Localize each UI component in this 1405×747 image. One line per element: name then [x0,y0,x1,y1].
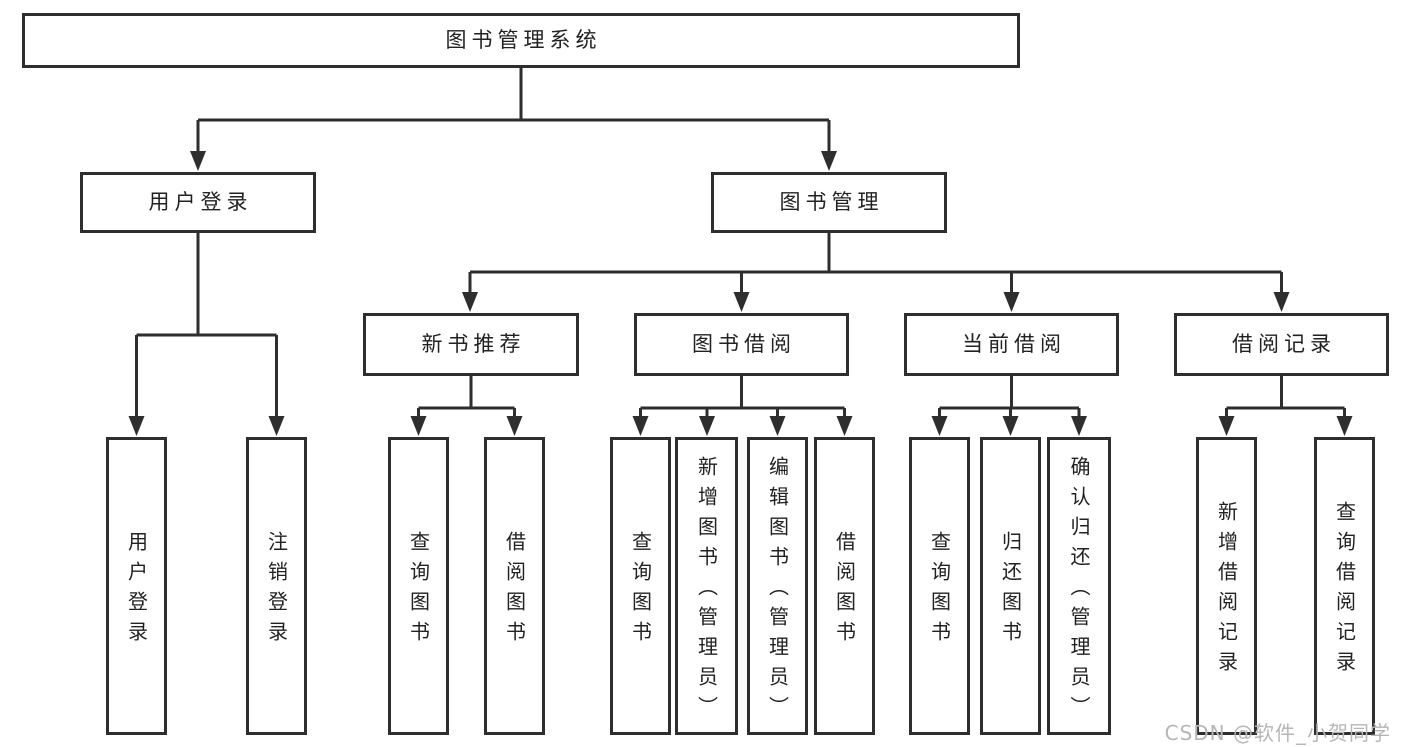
node-label: 注销登录 [264,531,289,651]
leaf-query-books-recommend: 查询图书 [388,437,449,735]
leaf-add-borrow-record: 新增借阅记录 [1196,437,1257,735]
node-book-borrowing: 图书借阅 [634,313,849,376]
leaf-borrow-books-recommend: 借阅图书 [484,437,545,735]
leaf-query-books-borrow: 查询图书 [610,437,671,735]
leaf-add-book-admin: 新增图书（管理员） [675,437,738,735]
node-label: 借阅图书 [502,531,527,651]
leaf-borrow-books: 借阅图书 [814,437,875,735]
node-label: 新增图书（管理员） [694,456,719,726]
node-label: 查询借阅记录 [1332,501,1357,681]
leaf-query-books-current: 查询图书 [909,437,970,735]
leaf-edit-book-admin: 编辑图书（管理员） [747,437,808,735]
node-label: 确认归还（管理员） [1067,456,1091,726]
node-label: 用户登录 [148,189,253,214]
node-new-book-recommendation: 新书推荐 [363,313,579,376]
node-label: 借阅图书 [832,531,857,651]
node-label: 图书管理 [779,189,884,214]
leaf-return-book: 归还图书 [980,437,1041,735]
node-label: 归还图书 [998,531,1023,651]
node-label: 查询图书 [406,531,431,651]
node-label: 新增借阅记录 [1214,501,1239,681]
node-label: 查询图书 [628,531,653,651]
node-book-management: 图书管理 [711,172,947,233]
node-label: 图书管理系统 [445,27,602,52]
node-borrowing-records: 借阅记录 [1174,313,1389,376]
node-user-login: 用户登录 [80,172,316,233]
leaf-query-borrow-record: 查询借阅记录 [1314,437,1375,735]
node-label: 当前借阅 [962,331,1066,356]
node-label: 新书推荐 [421,331,526,356]
leaf-logout: 注销登录 [246,437,307,735]
node-library-management-system: 图书管理系统 [22,13,1020,68]
node-label: 借阅记录 [1232,331,1336,356]
leaf-user-login: 用户登录 [106,437,167,735]
node-current-borrowing: 当前借阅 [904,313,1119,376]
node-label: 查询图书 [927,531,952,651]
leaf-confirm-return-admin: 确认归还（管理员） [1047,437,1111,735]
node-label: 用户登录 [124,531,149,651]
csdn-watermark: CSDN @软件_小贺同学 [1164,721,1391,745]
node-label: 编辑图书（管理员） [765,456,790,726]
node-label: 图书借阅 [692,331,796,356]
